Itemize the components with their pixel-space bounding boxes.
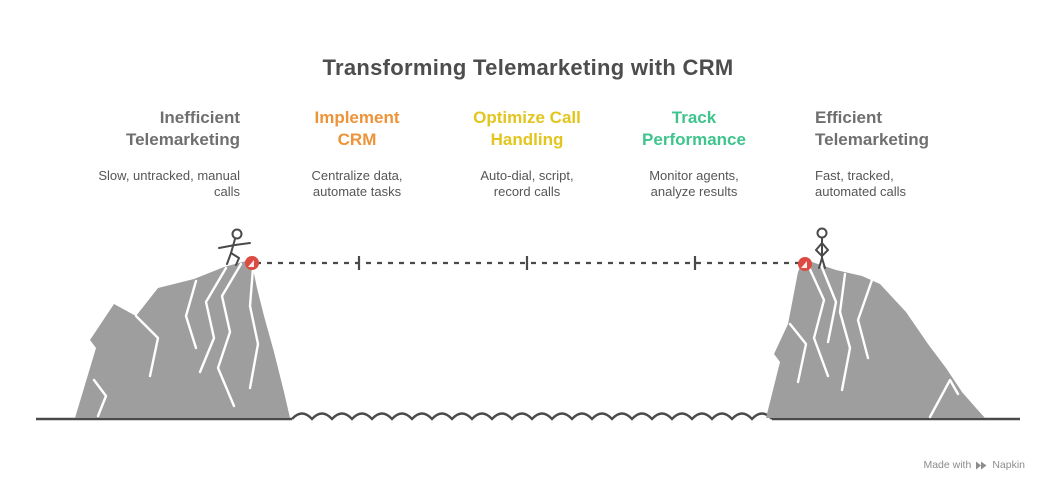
water-wave-line bbox=[291, 412, 773, 421]
stage-column-implement-crm: Implement CRM Centralize data, automate … bbox=[277, 107, 437, 200]
stage-column-inefficient-telemarketing: Inefficient Telemarketing Slow, untracke… bbox=[60, 107, 240, 200]
stage-heading: Optimize Call Handling bbox=[473, 108, 581, 149]
napkin-brand-label: Napkin bbox=[992, 459, 1025, 471]
red-anchor-dot-right bbox=[798, 257, 812, 271]
stage-subtitle: Monitor agents, analyze results bbox=[649, 168, 739, 199]
stage-column-optimize-call-handling: Optimize Call Handling Auto-dial, script… bbox=[442, 107, 612, 200]
red-anchor-dot-left bbox=[245, 256, 259, 270]
standing-person-icon bbox=[815, 227, 829, 269]
stage-column-track-performance: Track Performance Monitor agents, analyz… bbox=[609, 107, 779, 200]
tightrope-walker-icon bbox=[218, 228, 251, 266]
stage-heading: Inefficient Telemarketing bbox=[125, 108, 240, 149]
made-with-napkin-watermark: Made with Napkin bbox=[923, 459, 1025, 471]
rope-dashed-line bbox=[256, 256, 802, 270]
stage-subtitle: Slow, untracked, manual calls bbox=[98, 168, 240, 199]
stage-subtitle: Centralize data, automate tasks bbox=[311, 168, 403, 199]
right-cliff bbox=[766, 261, 985, 419]
right-cliff-facets bbox=[788, 263, 960, 419]
stage-heading: Efficient Telemarketing bbox=[815, 108, 930, 149]
diagram-title: Transforming Telemarketing with CRM bbox=[322, 55, 734, 80]
napkin-chevrons-icon bbox=[976, 461, 987, 470]
stage-subtitle: Fast, tracked, automated calls bbox=[815, 168, 907, 199]
stage-heading: Track Performance bbox=[642, 108, 746, 149]
left-cliff-facets bbox=[92, 262, 260, 418]
stage-heading: Implement CRM bbox=[314, 108, 400, 149]
left-cliff bbox=[75, 261, 290, 418]
stage-column-efficient-telemarketing: Efficient Telemarketing Fast, tracked, a… bbox=[815, 107, 995, 200]
made-with-label: Made with bbox=[923, 459, 972, 471]
stage-subtitle: Auto-dial, script, record calls bbox=[480, 168, 574, 199]
